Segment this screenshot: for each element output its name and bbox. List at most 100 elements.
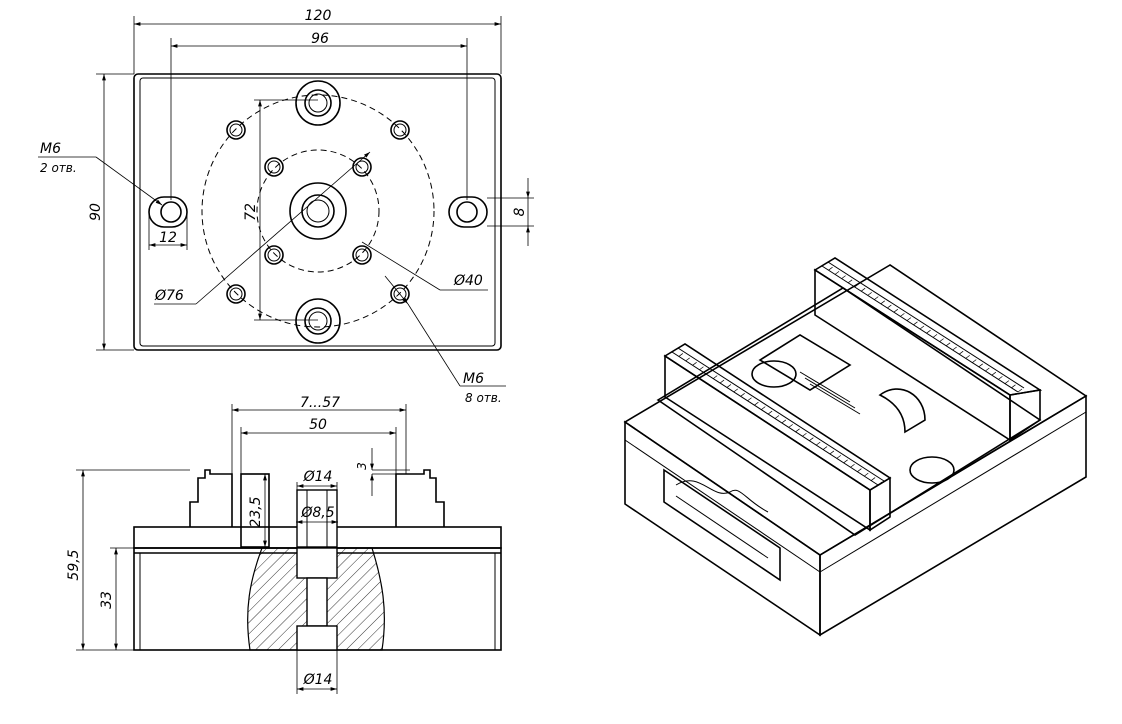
scale-tick — [834, 271, 840, 275]
scale-tick — [887, 304, 892, 309]
scale-tick — [877, 481, 883, 486]
scale-tick — [815, 441, 821, 446]
plate-outline — [133, 73, 502, 351]
scale-tick — [906, 317, 912, 321]
scale-tick — [913, 321, 918, 326]
iso-left-jaw-front — [664, 354, 871, 532]
dim-top-bore-label: Ø14 — [303, 469, 333, 485]
scale-tick — [719, 379, 725, 384]
scale-tick — [854, 283, 859, 288]
scale-tick — [965, 355, 970, 359]
counterbore-bottom — [295, 298, 341, 344]
scale-tick — [958, 350, 964, 355]
scale-tick — [795, 428, 800, 433]
scale-tick — [821, 262, 827, 267]
scale-tick — [699, 366, 704, 371]
m6-holes-outer — [226, 120, 410, 304]
scale-tick — [712, 375, 718, 379]
dim-overall-height-label: 90 — [88, 203, 104, 221]
scale-tick — [998, 376, 1003, 380]
scale-tick — [726, 384, 732, 388]
scale-tick — [836, 455, 842, 459]
scale-tick — [857, 468, 862, 472]
scale-tick — [740, 393, 745, 397]
scale-tick — [754, 401, 759, 406]
scale-tick — [781, 419, 787, 424]
scale-tick — [900, 313, 905, 317]
scale-tick — [926, 329, 931, 334]
dim-hole-spacing-label: 72 — [243, 203, 259, 221]
front-view: 7...57 50 3 Ø14 Ø8,5 23,5 Ø14 59,5 — [66, 395, 502, 694]
bore-bottom — [296, 625, 338, 651]
dim-base-height-label: 33 — [99, 591, 115, 609]
scale-tick — [860, 287, 866, 292]
scale-tick — [893, 308, 899, 313]
scale-tick — [692, 362, 697, 366]
bore-mid — [306, 577, 328, 627]
iso-base-front — [624, 420, 821, 637]
scale-tick — [828, 266, 833, 271]
left-jaw — [189, 469, 233, 527]
dim-jaw-height-label: 23,5 — [248, 496, 264, 527]
scale-tick — [874, 296, 879, 300]
m6-holes-inner — [264, 157, 372, 265]
scale-tick — [867, 292, 872, 296]
scale-tick — [706, 370, 711, 375]
iso-window — [663, 468, 781, 582]
scale-tick — [847, 279, 853, 284]
scale-tick — [678, 353, 684, 357]
bore-top — [296, 547, 338, 579]
dim-bottom-bore-label: Ø14 — [303, 672, 333, 688]
scale-tick — [774, 415, 780, 419]
scale-tick — [952, 346, 957, 351]
dim-slot-width-label: 12 — [159, 230, 177, 246]
slot-left — [148, 196, 188, 228]
label-inner-circle: Ø40 — [453, 273, 483, 289]
scale-tick — [829, 450, 835, 455]
scale-tick — [841, 275, 846, 279]
iso-right-jaw-front — [814, 268, 1011, 442]
scale-tick — [733, 388, 739, 393]
slot-right — [448, 196, 488, 228]
counterbore-top — [295, 80, 341, 126]
scale-tick — [1011, 384, 1016, 389]
label-hole-count: 8 отв. — [465, 391, 502, 405]
scale-tick — [991, 371, 997, 376]
scale-tick — [870, 477, 876, 481]
dim-total-height-label: 59,5 — [66, 549, 82, 580]
isometric-view — [623, 257, 1088, 637]
dim-mid-bore-label: Ø8,5 — [300, 505, 334, 521]
scale-tick — [802, 432, 807, 437]
label-slot-thread: M6 — [40, 141, 61, 157]
dim-jaw-width-label: 50 — [309, 417, 327, 433]
scale-tick — [985, 367, 990, 372]
dim-step-label: 3 — [355, 462, 369, 470]
scale-tick — [767, 410, 773, 415]
right-jaw — [395, 469, 445, 527]
dim-jaw-range-label: 7...57 — [300, 395, 340, 411]
label-hole-thread: M6 — [463, 371, 484, 387]
iso-back-hole — [751, 360, 797, 388]
scale-tick — [945, 342, 951, 347]
iso-top-hole — [909, 456, 955, 484]
scale-tick — [685, 357, 690, 362]
center-bore — [289, 182, 347, 240]
scale-tick — [978, 363, 984, 368]
scale-tick — [1017, 388, 1023, 393]
scale-tick — [747, 397, 752, 402]
scale-tick — [809, 437, 814, 441]
scale-tick — [843, 459, 848, 464]
scale-tick — [788, 424, 793, 428]
left-stud — [240, 473, 270, 548]
outer-bolt-circle — [201, 94, 435, 328]
bore-upper — [296, 489, 338, 548]
iso-scale-ticks — [671, 262, 1023, 486]
top-view: 120 96 90 72 — [38, 8, 534, 405]
label-outer-circle: Ø76 — [154, 288, 184, 304]
iso-cylinder — [878, 388, 926, 434]
scale-tick — [919, 325, 925, 330]
label-slot-count: 2 отв. — [40, 161, 77, 175]
scale-tick — [880, 300, 886, 305]
dim-slot-height-label: 8 — [512, 207, 528, 216]
